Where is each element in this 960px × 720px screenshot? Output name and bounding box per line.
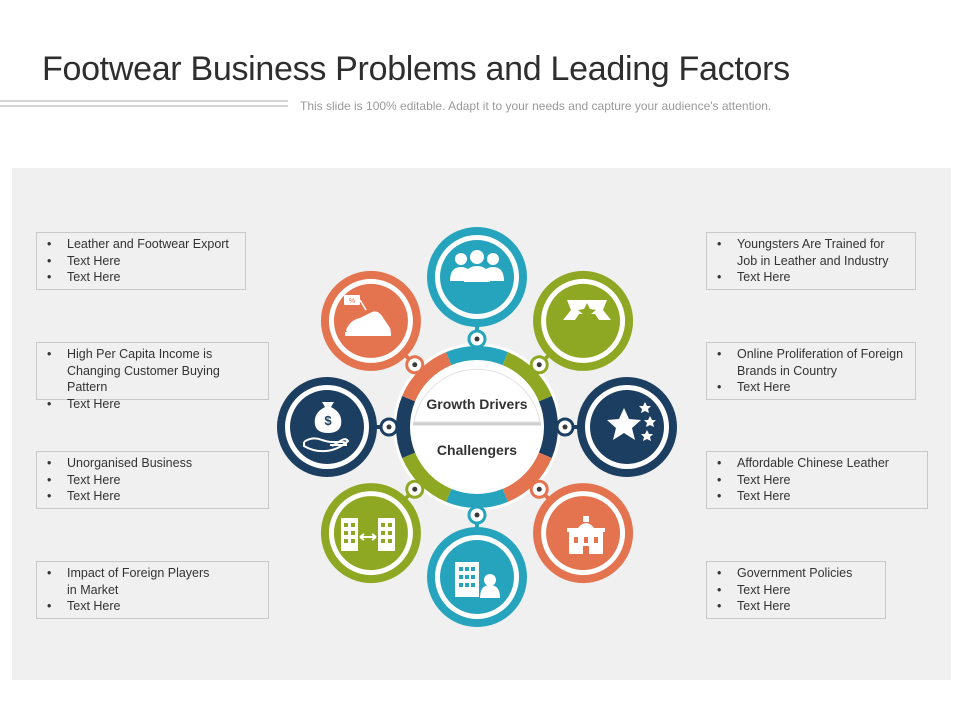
- page-title: Footwear Business Problems and Leading F…: [42, 50, 790, 88]
- shoe-discount-icon: %: [344, 295, 391, 336]
- ring-segment: [538, 396, 558, 458]
- ring-segment: [396, 396, 416, 458]
- star-ribbon-icon: [563, 300, 611, 320]
- connector-node-dot: [562, 424, 568, 430]
- list-item: Text Here: [715, 598, 877, 615]
- ring-segment: [402, 452, 452, 502]
- right-box-3: Affordable Chinese Leather Text Here Tex…: [706, 451, 928, 509]
- center-top-half: [413, 368, 541, 423]
- list-item: Youngsters Are Trained for Job in Leathe…: [715, 236, 907, 269]
- list-item: Text Here: [715, 582, 877, 599]
- connector-group: [375, 325, 579, 529]
- center-top-label: Growth Drivers: [426, 396, 527, 412]
- list-item: Text Here: [45, 396, 260, 413]
- connector-node-dot: [412, 362, 418, 368]
- ring-segment: [402, 352, 452, 402]
- list-item: Text Here: [715, 488, 919, 505]
- center-bottom-label: Challengers: [437, 442, 517, 458]
- ring-segment: [446, 488, 508, 508]
- money-bag-hand-icon: $: [303, 402, 350, 453]
- list-item: High Per Capita Income is Changing Custo…: [45, 346, 260, 396]
- buildings-exchange-circle: [333, 496, 408, 571]
- star-ribbon-circle: [546, 283, 621, 358]
- list-item: Text Here: [715, 269, 907, 286]
- right-box-2: Online Proliferation of Foreign Brands i…: [706, 342, 916, 400]
- page-subtitle: This slide is 100% editable. Adapt it to…: [300, 99, 772, 113]
- list-item: Text Here: [45, 472, 260, 489]
- ring-segment: [502, 352, 552, 402]
- title-divider: [0, 100, 288, 102]
- list-item: Text Here: [45, 269, 237, 286]
- people-group-icon: [450, 250, 504, 282]
- segment-ring: [393, 343, 561, 511]
- list-item: Unorganised Business: [45, 455, 260, 472]
- office-person-icon: [455, 562, 500, 598]
- connector-node-dot: [474, 336, 480, 342]
- list-item: Text Here: [45, 598, 260, 615]
- left-box-3: Unorganised Business Text Here Text Here: [36, 451, 269, 509]
- left-box-2: High Per Capita Income is Changing Custo…: [36, 342, 269, 412]
- list-item: Text Here: [45, 488, 260, 505]
- right-box-4: Government Policies Text Here Text Here: [706, 561, 886, 619]
- ring-segment: [502, 452, 552, 502]
- title-divider: [0, 105, 288, 107]
- connector-node-dot: [474, 512, 480, 518]
- list-item: Text Here: [45, 253, 237, 270]
- left-box-4: Impact of Foreign Players in Market Text…: [36, 561, 269, 619]
- list-item: Government Policies: [715, 565, 877, 582]
- svg-text:%: %: [349, 298, 355, 305]
- list-item: Affordable Chinese Leather: [715, 455, 919, 472]
- list-item: Leather and Footwear Export: [45, 236, 237, 253]
- list-item: Impact of Foreign Players in Market: [45, 565, 217, 598]
- buildings-exchange-icon: [341, 518, 395, 551]
- left-box-1: Leather and Footwear Export Text Here Te…: [36, 232, 246, 290]
- ring-segment: [446, 346, 508, 366]
- right-box-1: Youngsters Are Trained for Job in Leathe…: [706, 232, 916, 290]
- connector-node-dot: [412, 486, 418, 492]
- list-item: Online Proliferation of Foreign Brands i…: [715, 346, 917, 379]
- government-building-icon: [567, 516, 605, 554]
- list-item: Text Here: [715, 379, 907, 396]
- svg-text:$: $: [324, 413, 332, 428]
- connector-node-dot: [536, 362, 542, 368]
- connector-node-dot: [536, 486, 542, 492]
- stars-icon: [607, 402, 656, 441]
- list-item: Text Here: [715, 472, 919, 489]
- connector-node-dot: [386, 424, 392, 430]
